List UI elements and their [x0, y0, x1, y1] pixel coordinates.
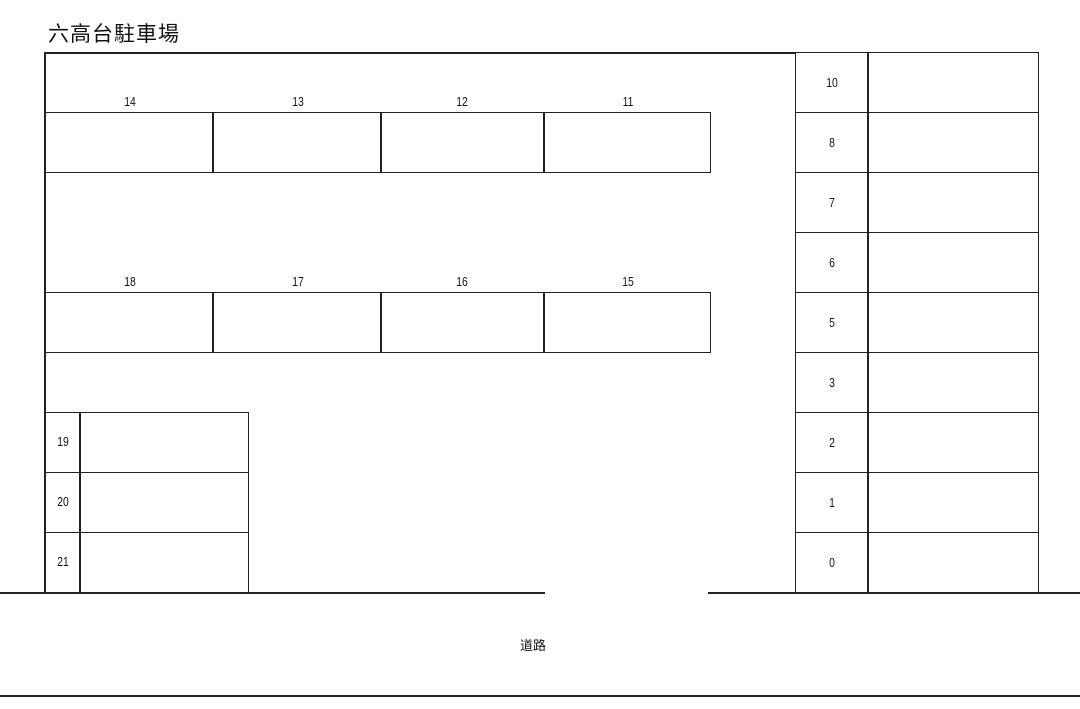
slot-label: 2 — [829, 435, 835, 450]
slot-label: 18 — [124, 274, 136, 289]
slot-label: 10 — [826, 75, 838, 90]
parking-slot-14[interactable] — [44, 112, 214, 173]
parking-slot-11[interactable] — [543, 112, 711, 173]
slot-label: 5 — [829, 315, 835, 330]
slot-label: 15 — [622, 274, 634, 289]
slot-label: 14 — [124, 94, 136, 109]
parking-slot-18[interactable] — [44, 292, 214, 353]
slot-label: 6 — [829, 255, 835, 270]
road-label: 道路 — [520, 639, 547, 654]
slot-label: 21 — [57, 554, 69, 569]
slot-label: 3 — [829, 375, 835, 390]
parking-slot-0[interactable] — [795, 532, 1039, 593]
slot-label: 20 — [57, 494, 69, 509]
parking-slot-21[interactable] — [44, 532, 249, 593]
parking-slot-16[interactable] — [380, 292, 545, 353]
slot-label: 11 — [622, 94, 634, 109]
slot-label: 12 — [456, 94, 468, 109]
parking-slot-12[interactable] — [380, 112, 545, 173]
parking-slot-17[interactable] — [212, 292, 382, 353]
lot-top-border — [44, 52, 796, 54]
slot-label: 13 — [292, 94, 304, 109]
road-bottom-edge — [0, 695, 1080, 697]
parking-lot-title: 六高台駐車場 — [48, 22, 180, 46]
slot-label: 19 — [57, 434, 69, 449]
slot-label: 8 — [829, 135, 835, 150]
slot-label: 1 — [829, 495, 835, 510]
slot-label: 7 — [829, 195, 835, 210]
slot-label: 16 — [456, 274, 468, 289]
slot-label: 0 — [829, 555, 835, 570]
road-edge-left — [0, 592, 545, 594]
parking-slot-13[interactable] — [212, 112, 382, 173]
left-column-divider — [79, 412, 81, 593]
slot-label: 17 — [292, 274, 304, 289]
parking-slot-15[interactable] — [543, 292, 711, 353]
right-column-divider — [867, 52, 869, 593]
